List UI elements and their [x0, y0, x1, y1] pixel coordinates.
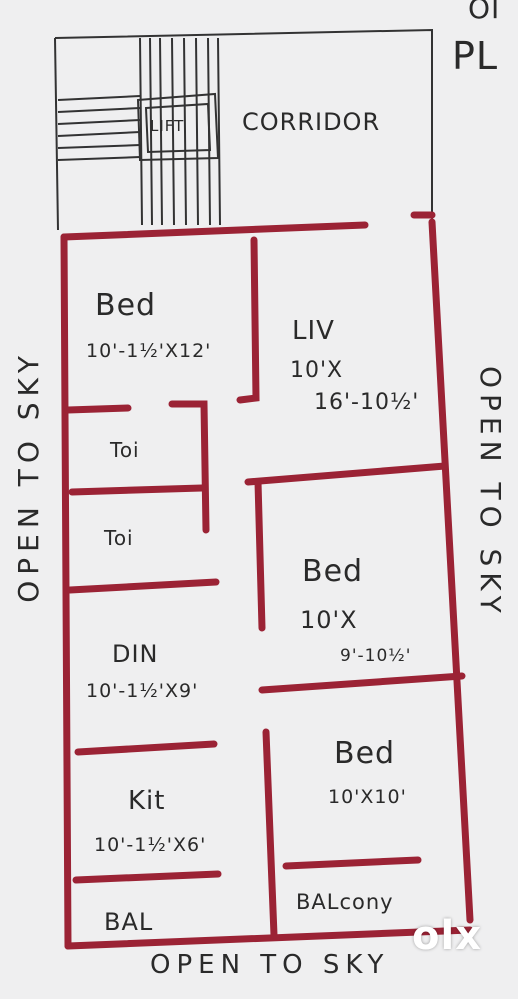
liv-dim-b: 16'-10½'	[314, 390, 420, 415]
wall-din-kit	[74, 740, 218, 756]
wall-bed2-left	[254, 478, 266, 632]
walls	[60, 211, 474, 950]
wall-bed3-balcony	[282, 856, 422, 870]
left-outline	[54, 37, 59, 231]
bed3-name: Bed	[334, 736, 396, 771]
corridor-label: CORRIDOR	[242, 108, 381, 136]
lift-box	[136, 92, 220, 162]
liv-dim-a: 10'X	[290, 358, 344, 383]
wall-right	[428, 218, 474, 924]
wall-bed3-left	[262, 728, 278, 939]
din-dim: 10'-1½'X9'	[86, 680, 199, 702]
bed2-dim-a: 10'X	[300, 606, 358, 634]
bed2-dim-b: 9'-10½'	[340, 646, 412, 666]
wall-bottom	[64, 926, 474, 950]
stair-lift-block	[54, 28, 433, 231]
bed2-name: Bed	[302, 554, 364, 589]
olx-watermark: olx	[412, 913, 482, 959]
bed1-dim: 10'-1½'X12'	[86, 340, 212, 362]
bed3-dim: 10'X10'	[328, 786, 407, 808]
bed1-name: Bed	[95, 288, 157, 323]
wall-bed1-liv	[236, 236, 260, 404]
lift-inner-box	[144, 102, 212, 154]
wall-top	[60, 221, 369, 241]
header-mark-sub: PL	[452, 34, 499, 78]
liv-name: LIV	[292, 316, 335, 346]
wall-toilet-right	[168, 400, 210, 534]
open-to-sky-right: OPEN TO SKY	[474, 366, 507, 619]
toilet1-label: Toi	[110, 438, 140, 462]
open-to-sky-left: OPEN TO SKY	[12, 350, 45, 603]
wall-left	[60, 233, 72, 950]
wall-bed2-bed3	[258, 672, 466, 694]
toilet2-label: Toi	[104, 526, 134, 550]
kit-name: Kit	[128, 786, 166, 816]
bal-label: BAL	[104, 908, 154, 936]
open-to-sky-bottom: OPEN TO SKY	[150, 950, 390, 980]
top-outline	[54, 28, 433, 228]
din-name: DIN	[112, 640, 159, 668]
wall-toilet-divider	[68, 484, 206, 496]
wall-toilet-bottom	[66, 578, 220, 594]
stair-treads-left	[57, 95, 141, 161]
wall-kit-bal	[72, 870, 222, 884]
balcony-label: BALcony	[296, 890, 394, 914]
wall-bed1-bottom-left	[64, 404, 132, 414]
wall-liv-bed2	[244, 462, 449, 486]
header-mark-top: OI	[468, 0, 501, 25]
lift-label: LIFT	[150, 117, 185, 135]
kit-dim: 10'-1½'X6'	[94, 834, 207, 856]
